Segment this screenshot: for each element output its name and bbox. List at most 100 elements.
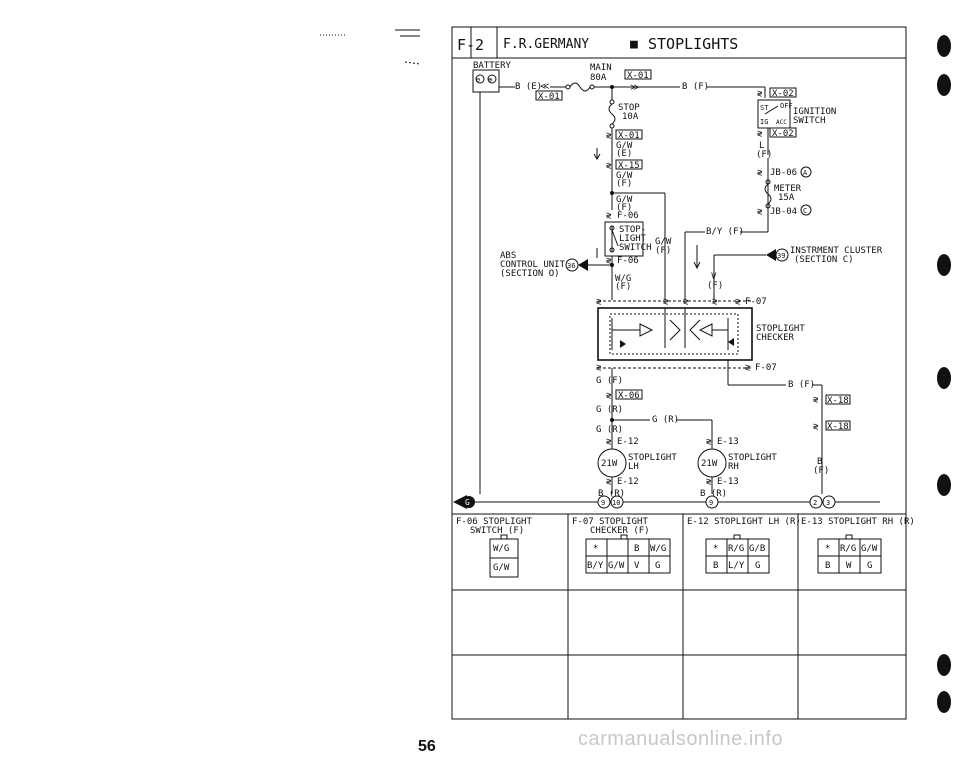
battery-wire-label: B (E) [515, 82, 542, 92]
svg-text:SWITCH (F): SWITCH (F) [470, 526, 524, 536]
svg-text:≷: ≷ [606, 437, 612, 447]
svg-text:G (F): G (F) [596, 376, 623, 386]
svg-text:E-13 STOPLIGHT RH (R): E-13 STOPLIGHT RH (R) [801, 517, 915, 527]
connector-table: F-06 STOPLIGHT SWITCH (F) W/G G/W F-07 S… [452, 513, 915, 719]
battery-plus: ⊕ [488, 76, 493, 84]
svg-text:(F): (F) [615, 282, 631, 292]
svg-text:≷: ≷ [706, 437, 712, 447]
svg-text:≫: ≫ [630, 83, 639, 93]
svg-text:SWITCH: SWITCH [619, 243, 652, 253]
svg-text:≷: ≷ [757, 168, 763, 178]
svg-text:≷: ≷ [683, 297, 689, 307]
svg-text:≷: ≷ [745, 363, 751, 373]
svg-text:X-18: X-18 [827, 422, 849, 432]
svg-text:CHECKER: CHECKER [756, 333, 795, 343]
svg-text:E-12: E-12 [617, 477, 639, 487]
svg-text:(F): (F) [616, 179, 632, 189]
svg-text:IGNITION: IGNITION [793, 107, 836, 117]
svg-text:F-07 STOPLIGHT: F-07 STOPLIGHT [572, 517, 648, 527]
stoplight-switch: ≷ F-06 STOP- LIGHT SWITCH ≷ F-06 G/W (F)… [596, 211, 672, 300]
main-fuse: MAIN 80A X-01 ≫ B (F) [565, 63, 765, 93]
svg-text:≷: ≷ [757, 207, 763, 217]
svg-text:G: G [867, 561, 872, 571]
section-code: F-2 [457, 36, 484, 54]
svg-text:R/G: R/G [728, 544, 744, 554]
scan-marks [320, 29, 421, 65]
svg-text:≷: ≷ [663, 297, 669, 307]
svg-text:≷: ≷ [757, 129, 763, 139]
svg-text:CHECKER (F): CHECKER (F) [590, 526, 650, 536]
svg-text:(F): (F) [756, 150, 772, 160]
battery-minus: ⊖ [476, 76, 480, 84]
svg-text:X-02: X-02 [772, 89, 794, 99]
svg-text:21W: 21W [701, 459, 718, 469]
battery-connector: X-01 [538, 92, 560, 102]
meter-fuse: ≷ JB-06 A METER 15A ≷ JB-04 C B/Y (F) [684, 158, 812, 300]
svg-text:(F): (F) [813, 466, 829, 476]
svg-text:≪: ≪ [540, 82, 549, 92]
svg-text:IG: IG [760, 118, 768, 126]
svg-text:JB-06: JB-06 [770, 168, 797, 178]
svg-text:≷: ≷ [735, 297, 741, 307]
svg-text:G/B: G/B [749, 544, 765, 554]
svg-text:X-18: X-18 [827, 396, 849, 406]
svg-text:X-06: X-06 [618, 391, 640, 401]
svg-text:≷: ≷ [596, 297, 602, 307]
svg-text:E-12 STOPLIGHT LH (R): E-12 STOPLIGHT LH (R) [687, 517, 801, 527]
svg-text:B (F): B (F) [788, 380, 815, 390]
svg-text:≷: ≷ [813, 422, 819, 432]
svg-text:W/G: W/G [493, 544, 509, 554]
svg-text:E-12: E-12 [617, 437, 639, 447]
svg-text:ACC: ACC [776, 119, 787, 126]
svg-text:9: 9 [601, 499, 605, 507]
svg-text:L: L [759, 141, 764, 151]
svg-text:F-07: F-07 [745, 297, 767, 307]
svg-text:B: B [825, 561, 830, 571]
svg-text:G: G [655, 561, 660, 571]
svg-text:W: W [846, 561, 852, 571]
svg-text:≷: ≷ [606, 477, 612, 487]
svg-text:B: B [713, 561, 718, 571]
svg-text:LH: LH [628, 462, 639, 472]
svg-text:B: B [817, 457, 822, 467]
svg-text:G: G [755, 561, 760, 571]
svg-text:ABS: ABS [500, 251, 516, 261]
svg-text:JB-04: JB-04 [770, 207, 797, 217]
svg-text:≷: ≷ [813, 395, 819, 405]
svg-text:L/Y: L/Y [728, 561, 745, 571]
svg-text:STOP: STOP [618, 103, 640, 113]
svg-text:X-15: X-15 [618, 161, 640, 171]
svg-text:V: V [634, 561, 640, 571]
svg-text:*: * [713, 544, 718, 554]
page-title: STOPLIGHTS [648, 35, 738, 53]
ignition-switch: ≷ X-02 ST OFF IG ACC IGNITION SWITCH ≷ X… [756, 87, 836, 160]
svg-text:X-01: X-01 [618, 131, 640, 141]
svg-text:STOPLIGHT: STOPLIGHT [756, 324, 805, 334]
svg-text:ST: ST [760, 104, 769, 112]
svg-text:X-02: X-02 [772, 129, 794, 139]
svg-text:LIGHT: LIGHT [619, 234, 647, 244]
svg-text:≷: ≷ [596, 363, 602, 373]
region-label: F.R.GERMANY [503, 37, 589, 52]
svg-text:F-06: F-06 [617, 256, 639, 266]
svg-text:G: G [465, 498, 470, 507]
svg-text:G/W: G/W [493, 563, 510, 573]
svg-text:G/W: G/W [655, 237, 672, 247]
svg-text:G (R): G (R) [596, 425, 623, 435]
svg-text:3: 3 [826, 499, 830, 507]
svg-text:*: * [825, 544, 830, 554]
svg-text:MAIN: MAIN [590, 63, 612, 73]
svg-text:F-06 STOPLIGHT: F-06 STOPLIGHT [456, 517, 532, 527]
svg-text:F-06: F-06 [617, 211, 639, 221]
binder-holes [937, 35, 951, 713]
svg-text:36: 36 [567, 262, 575, 270]
svg-text:80A: 80A [590, 73, 607, 83]
svg-text:CONTROL UNIT: CONTROL UNIT [500, 260, 566, 270]
svg-text:15A: 15A [778, 193, 795, 203]
svg-text:STOPLIGHT: STOPLIGHT [728, 453, 777, 463]
svg-text:39: 39 [777, 252, 785, 260]
svg-text:E-13: E-13 [717, 477, 739, 487]
svg-text:≷: ≷ [606, 391, 612, 401]
svg-text:≷: ≷ [606, 211, 612, 221]
